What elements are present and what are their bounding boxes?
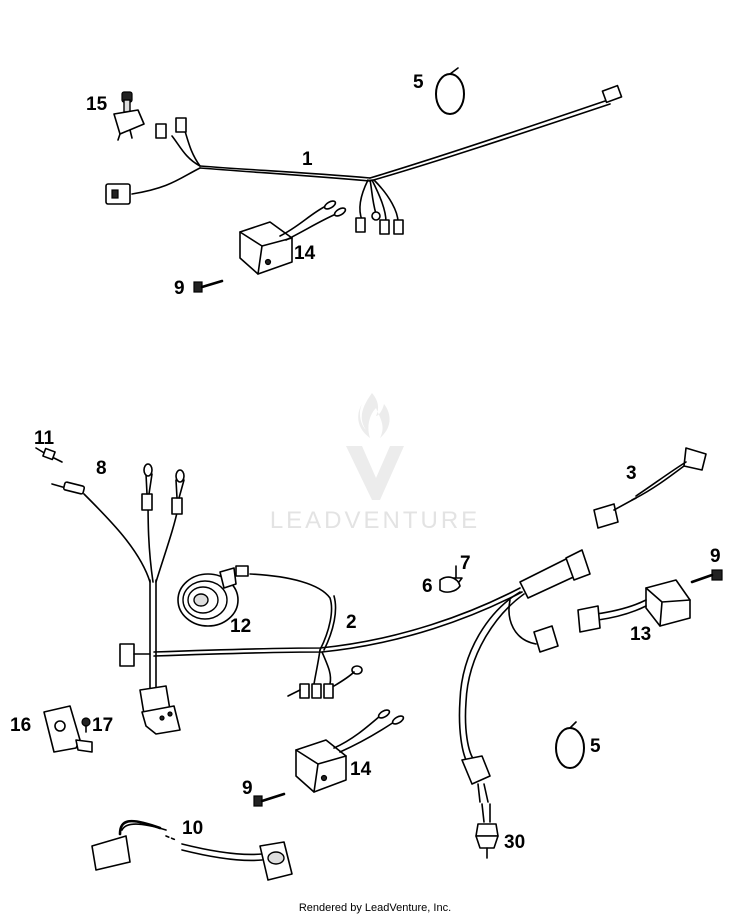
callout-14-upper: 14 — [294, 243, 316, 264]
callout-5-upper: 5 — [413, 72, 424, 93]
watermark-text: LEADVENTURE — [270, 507, 480, 534]
switch-15 — [113, 91, 145, 141]
bolt-9-right — [690, 569, 723, 584]
callout-1: 1 — [302, 149, 313, 170]
switch-30 — [475, 803, 499, 859]
cable-10 — [91, 819, 293, 881]
bolt-9-lower — [253, 792, 286, 807]
callout-14-lower: 14 — [350, 759, 372, 780]
bolt-9-upper — [193, 279, 224, 293]
callout-12: 12 — [230, 616, 251, 637]
sensor-3 — [593, 447, 707, 529]
clamp-5-lower — [555, 721, 585, 769]
callout-6: 6 — [422, 576, 433, 597]
callout-9-right: 9 — [710, 546, 721, 567]
callout-11: 11 — [34, 428, 55, 449]
upper-wiring-harness — [105, 84, 623, 235]
callout-2: 2 — [346, 612, 357, 633]
regulator-14-lower — [295, 709, 405, 793]
callout-9-upper: 9 — [174, 278, 185, 299]
callout-5-lower: 5 — [590, 736, 601, 757]
lead-8 — [51, 481, 86, 495]
callout-15: 15 — [86, 94, 108, 115]
callout-17: 17 — [92, 715, 113, 736]
leadventure-watermark: LEADVENTURE — [270, 393, 480, 534]
callout-7: 7 — [460, 553, 471, 574]
callout-13: 13 — [630, 624, 651, 645]
callout-9-lower: 9 — [242, 778, 253, 799]
regulator-14-upper — [239, 200, 347, 275]
spark-plug-11 — [35, 447, 63, 463]
horn-12 — [177, 567, 239, 627]
callout-8: 8 — [96, 458, 107, 479]
callout-3: 3 — [626, 463, 637, 484]
regulator-13 — [577, 579, 691, 633]
callout-10: 10 — [182, 818, 203, 839]
bracket-16 — [43, 705, 93, 753]
clip-6 — [439, 576, 461, 593]
clamp-5-upper — [435, 67, 465, 115]
footer-credit: Rendered by LeadVenture, Inc. — [299, 902, 451, 914]
callout-16: 16 — [10, 715, 31, 736]
screw-17 — [81, 717, 91, 733]
callout-30: 30 — [504, 832, 525, 853]
flame-v-logo — [346, 393, 404, 500]
lower-wiring-harness — [83, 463, 591, 803]
